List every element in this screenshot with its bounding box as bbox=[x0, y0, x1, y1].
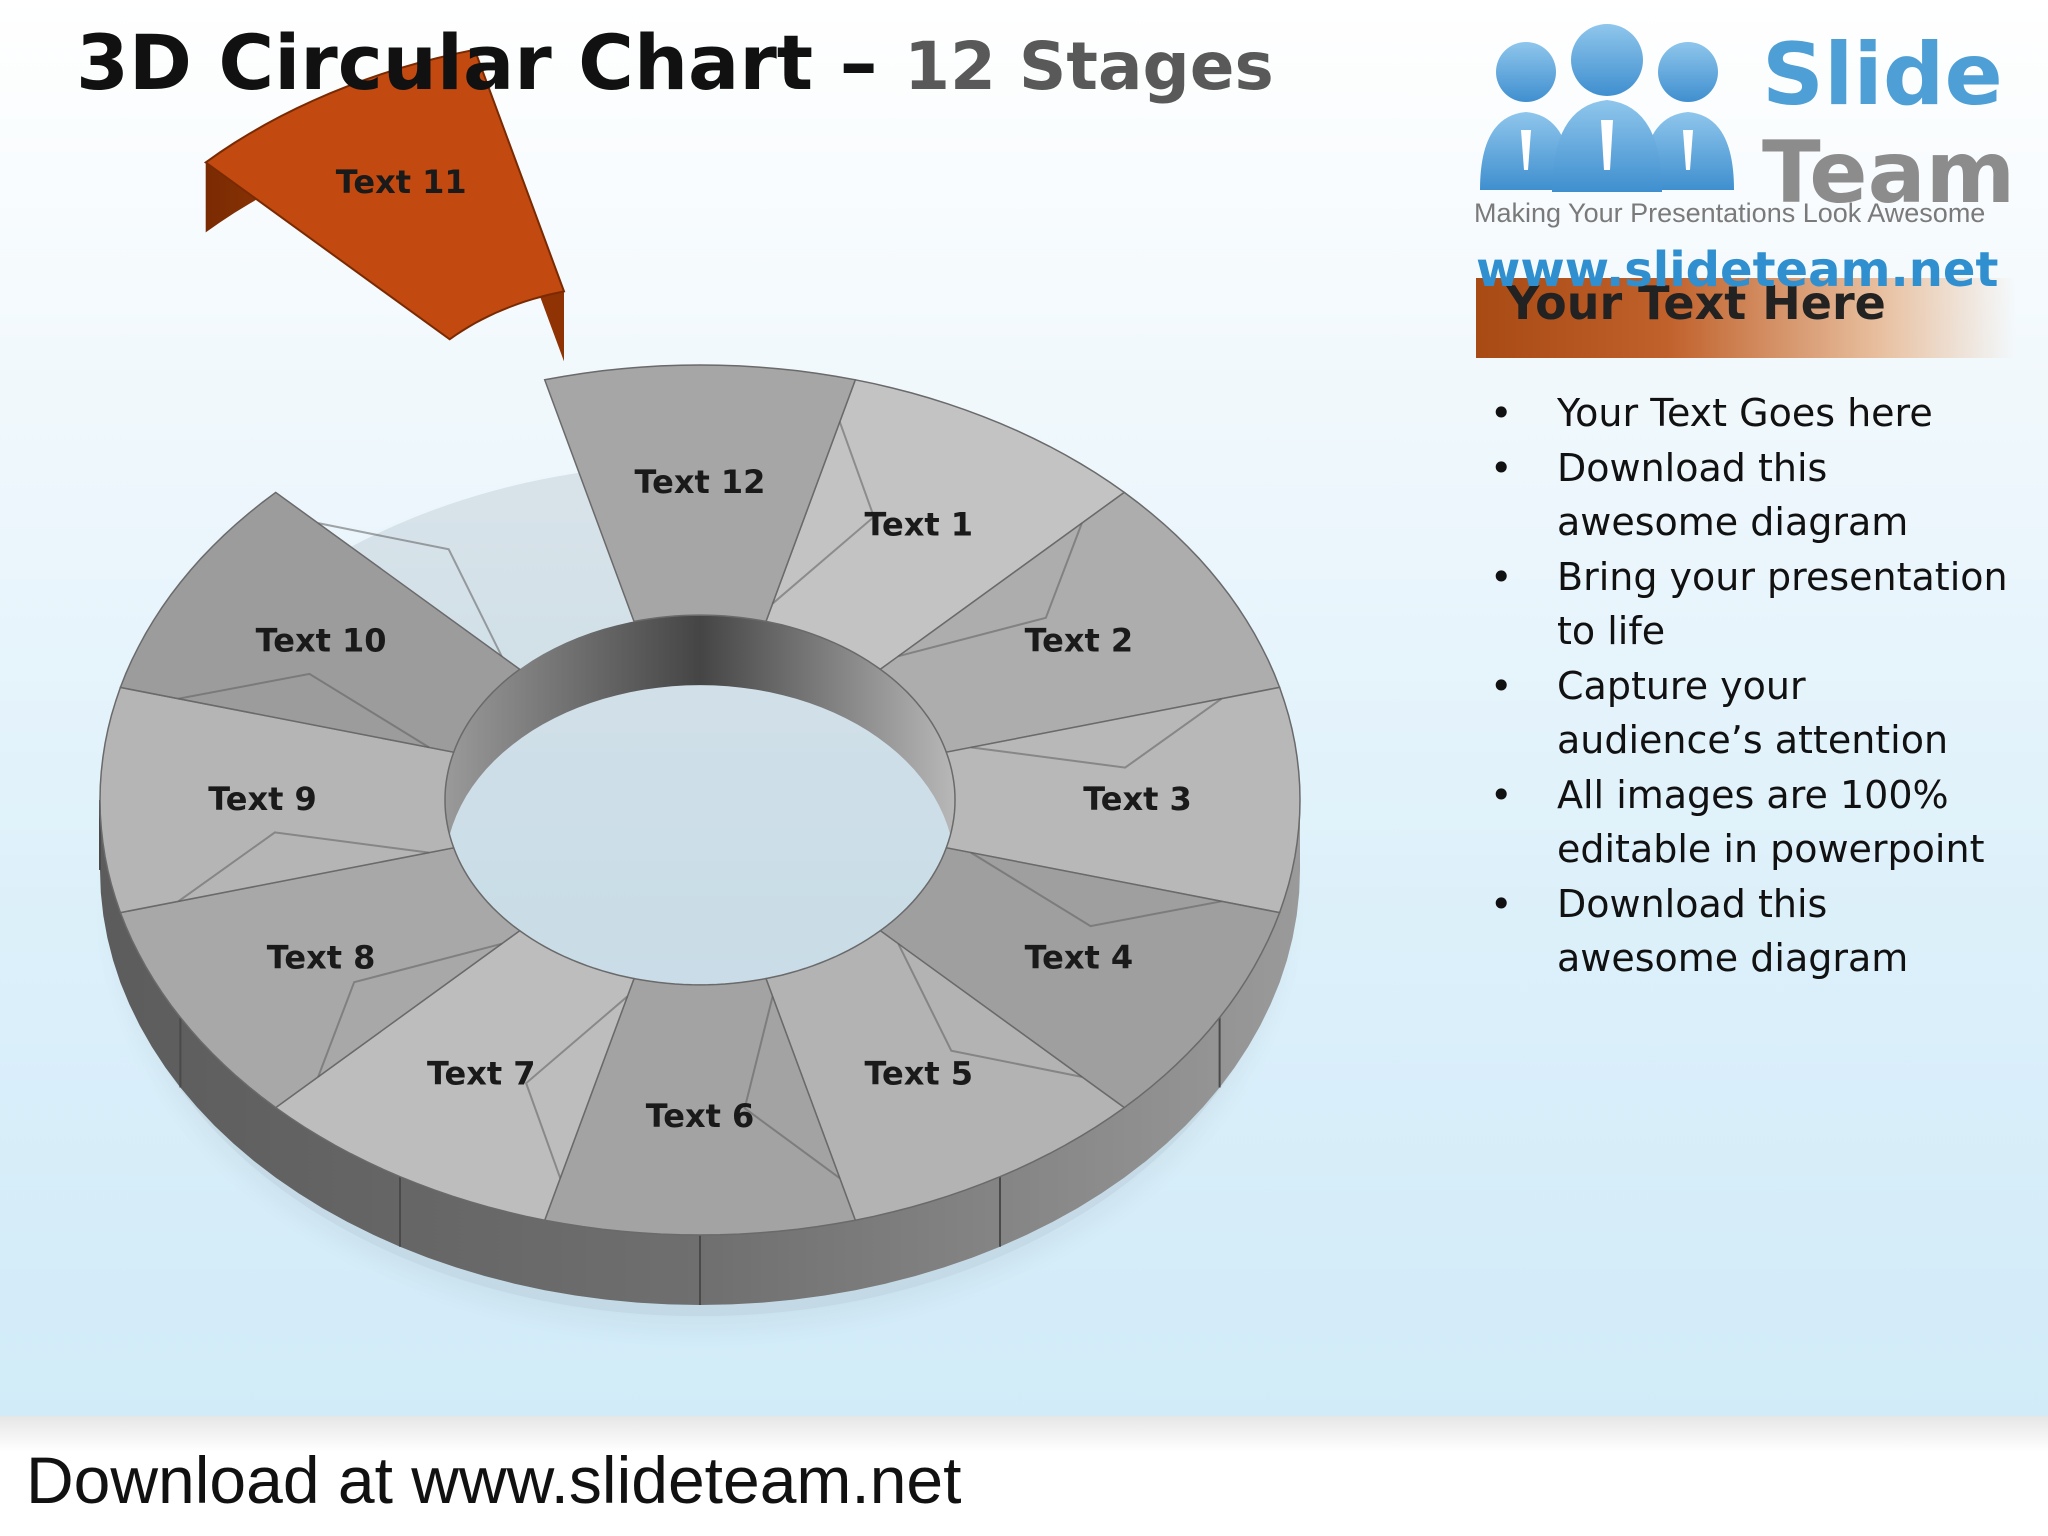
bullet-item: • All images are 100% editable in powerpo… bbox=[1490, 768, 2010, 877]
segment-arrow-edge bbox=[743, 996, 841, 1179]
segment-label: Text 7 bbox=[427, 1055, 536, 1093]
bullet-text: Download this awesome diagram bbox=[1557, 445, 1909, 545]
segment-dividers bbox=[177, 421, 1223, 1179]
bullet-item: • Download this awesome diagram bbox=[1490, 441, 2010, 550]
segment-label: Text 10 bbox=[256, 621, 387, 659]
footer-bar: Download at www.slideteam.net bbox=[0, 1416, 2048, 1536]
segment-arrow-edge bbox=[524, 995, 629, 1179]
bullet-dot: • bbox=[1490, 391, 1513, 435]
three-people-icon bbox=[1480, 24, 1734, 192]
title-main: 3D Circular Chart – bbox=[76, 18, 878, 107]
slideteam-logo: Slide Team Making Your Presentations Loo… bbox=[1466, 20, 2026, 320]
popout-top-face bbox=[203, 48, 566, 341]
segment-label: Text 6 bbox=[646, 1097, 755, 1135]
text-panel-header: Your Text Here bbox=[1476, 278, 2016, 358]
bullet-item: • Your Text Goes here bbox=[1490, 386, 2010, 441]
segment-arrow-edge bbox=[771, 421, 876, 605]
segment-arrow-edge bbox=[177, 831, 430, 903]
footer-download-link[interactable]: Download at www.slideteam.net bbox=[26, 1443, 962, 1517]
ring-sides bbox=[99, 800, 1300, 1305]
logo-url[interactable]: www.slideteam.net bbox=[1476, 242, 1999, 298]
bullet-item: • Bring your presentation to life bbox=[1490, 550, 2010, 659]
segment-arrow-edge bbox=[178, 672, 430, 749]
segment-label-highlighted: Text 11 bbox=[336, 163, 467, 201]
bullet-dot: • bbox=[1490, 881, 1513, 926]
segment-arrow-edge bbox=[317, 522, 503, 657]
segment-label: Text 12 bbox=[635, 463, 766, 501]
segment-label: Text 2 bbox=[1025, 621, 1134, 659]
segment-arrow-edge bbox=[970, 697, 1223, 769]
ring-segments bbox=[99, 364, 1301, 1236]
segment-arrow-edge bbox=[898, 522, 1083, 658]
bullet-text: All images are 100% editable in powerpoi… bbox=[1557, 772, 1985, 872]
segment-label: Text 9 bbox=[208, 780, 317, 818]
bullet-text: Download this awesome diagram bbox=[1557, 881, 1909, 981]
ring-segment bbox=[119, 491, 521, 754]
text-panel-header-label: Your Text Here bbox=[1506, 278, 1886, 330]
bullet-text: Your Text Goes here bbox=[1557, 391, 1933, 435]
segment-label: Text 8 bbox=[267, 939, 376, 977]
logo-word-slide: Slide bbox=[1762, 25, 2003, 125]
bullet-dot: • bbox=[1490, 772, 1513, 817]
logo-word-team: Team bbox=[1762, 123, 2016, 223]
segment-arrow-edge bbox=[317, 942, 502, 1078]
bullet-text: Capture your audience’s attention bbox=[1557, 663, 1949, 763]
ring-inner-wall bbox=[445, 615, 955, 887]
bullet-dot: • bbox=[1490, 554, 1513, 599]
bullet-item: • Download this awesome diagram bbox=[1490, 877, 2010, 986]
popped-out-segment: Text 11 bbox=[203, 48, 566, 362]
ring-inner-wall-face bbox=[445, 615, 955, 887]
segment-label: Text 3 bbox=[1083, 780, 1192, 818]
segment-label: Text 1 bbox=[864, 505, 973, 543]
ring-segment bbox=[543, 364, 857, 623]
slide-title: 3D Circular Chart – 12 Stages bbox=[76, 18, 1274, 107]
bullet-list: • Your Text Goes here • Download this awes… bbox=[1490, 386, 2010, 986]
bullet-item: • Capture your audience’s attention bbox=[1490, 659, 2010, 768]
bullet-text: Bring your presentation to life bbox=[1557, 554, 2008, 654]
title-sub: 12 Stages bbox=[904, 28, 1274, 105]
segment-labels: Text 1 Text 2 Text 3 Text 4 Text 5 Text 6 Text… bbox=[208, 463, 1192, 1135]
logo-tagline: Making Your Presentations Look Awesome bbox=[1474, 198, 1986, 228]
segment-label: Text 5 bbox=[864, 1055, 973, 1093]
bullet-dot: • bbox=[1490, 445, 1513, 490]
bullet-dot: • bbox=[1490, 663, 1513, 708]
segment-arrow-edge bbox=[897, 943, 1083, 1078]
segment-label: Text 4 bbox=[1025, 939, 1134, 977]
segment-arrow-edge bbox=[970, 851, 1222, 928]
